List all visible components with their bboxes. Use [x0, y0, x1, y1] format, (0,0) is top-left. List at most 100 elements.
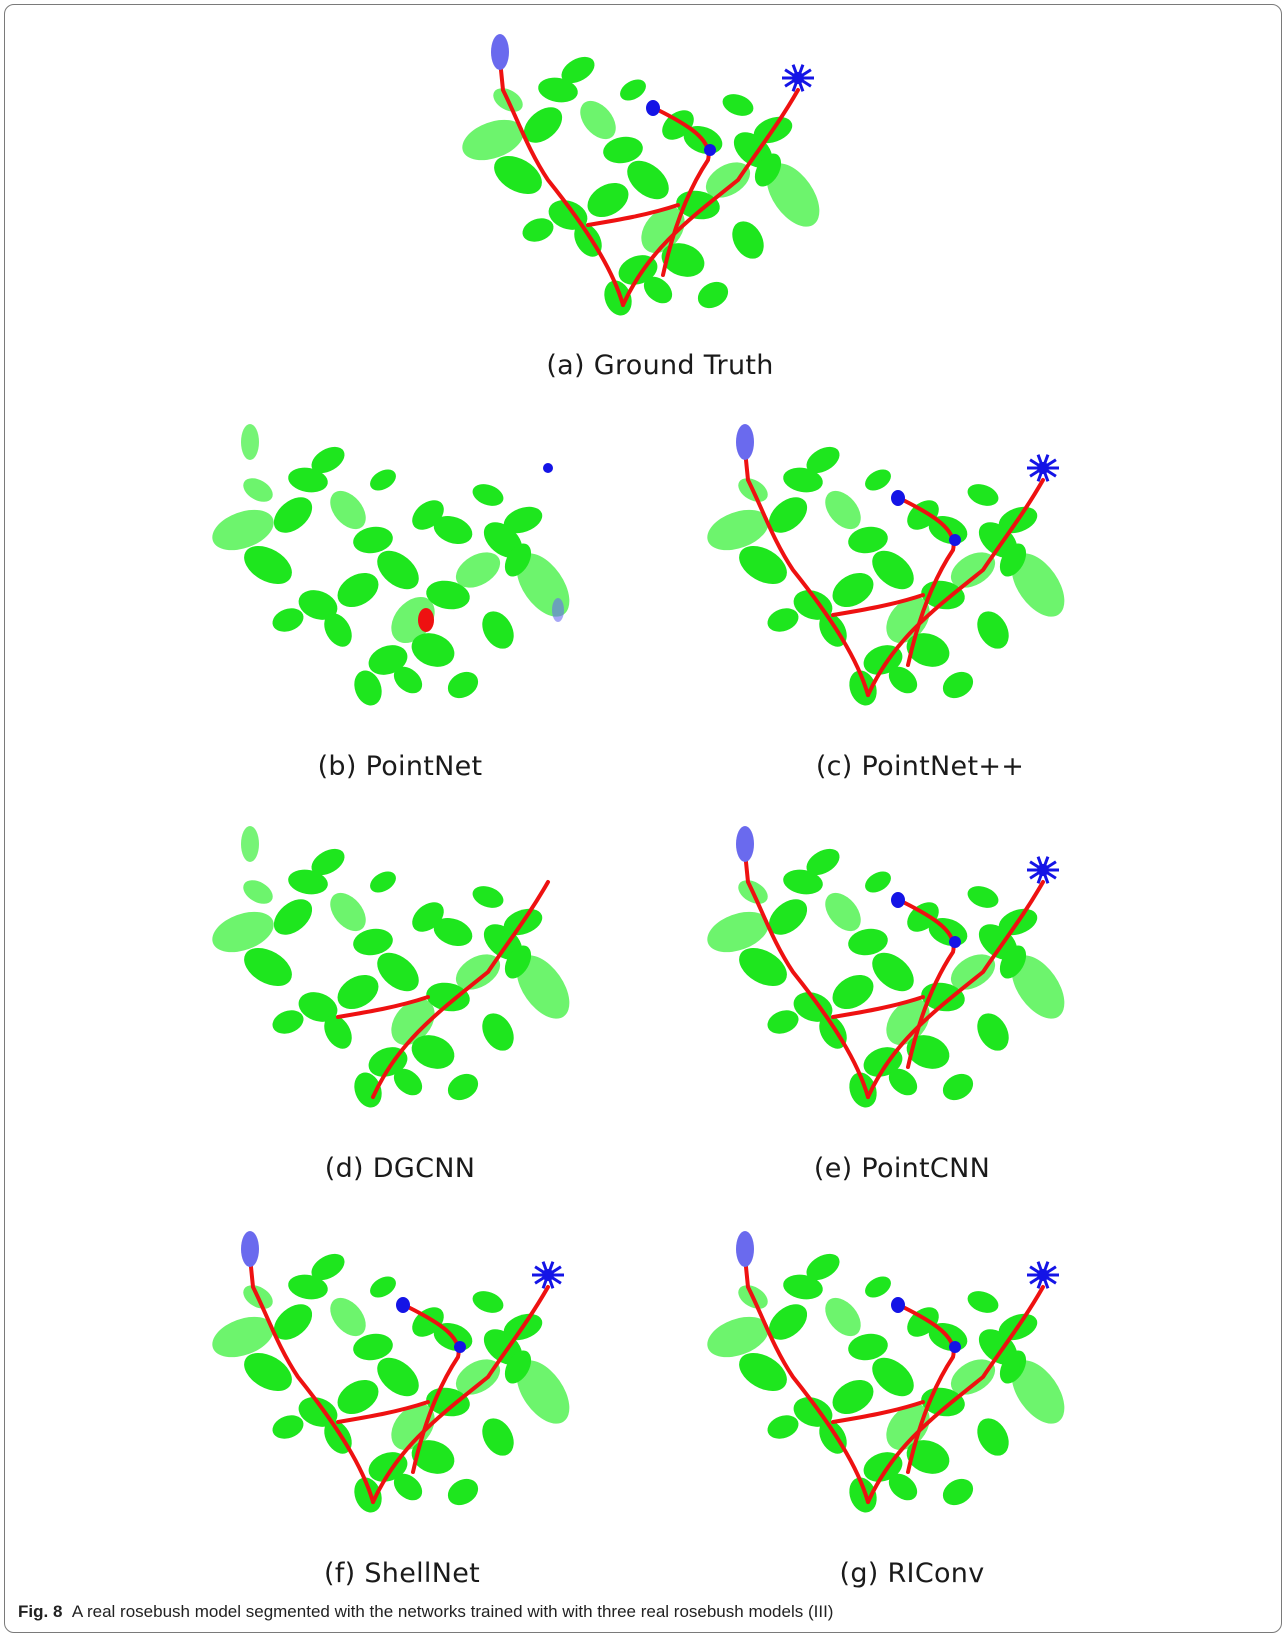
- leaf-points: [707, 848, 1065, 1108]
- leaf: [272, 608, 304, 632]
- leaf: [661, 243, 705, 277]
- leaf: [832, 572, 874, 608]
- leaf: [311, 848, 345, 876]
- leaf: [353, 526, 393, 554]
- leaf: [522, 218, 554, 242]
- leaf: [906, 633, 950, 667]
- leaf: [888, 1068, 918, 1096]
- panel-label-f: (f) ShellNet: [323, 1558, 481, 1589]
- leaf-points: [707, 1253, 1065, 1513]
- leaf: [967, 484, 999, 506]
- stem-points: [418, 608, 434, 632]
- flower-points: [491, 34, 814, 156]
- leaf: [865, 469, 891, 491]
- leaf: [288, 1274, 328, 1300]
- leaf: [942, 1478, 974, 1506]
- stem: [336, 1400, 430, 1424]
- leaf: [806, 1253, 840, 1281]
- leaf: [768, 1304, 808, 1340]
- leaf: [1011, 955, 1065, 1019]
- leaf: [411, 1035, 455, 1069]
- leaf: [447, 671, 479, 699]
- flower-points: [736, 1231, 1059, 1353]
- leaf: [353, 928, 393, 956]
- leaf: [806, 848, 840, 876]
- stem: [406, 1305, 461, 1474]
- leaf: [243, 478, 273, 502]
- leaf: [354, 1072, 382, 1108]
- leaf-points: [212, 848, 570, 1108]
- flower: [396, 1297, 410, 1313]
- flower: [949, 936, 961, 948]
- leaf: [337, 974, 379, 1010]
- leaf: [368, 645, 408, 675]
- leaf: [411, 633, 455, 667]
- flower: [949, 534, 961, 546]
- leaf: [393, 1473, 423, 1501]
- leaf: [377, 1357, 419, 1397]
- leaf: [768, 497, 808, 533]
- leaf: [967, 886, 999, 908]
- flower: [491, 34, 509, 70]
- leaf: [494, 156, 542, 194]
- leaf: [732, 221, 764, 259]
- leaf: [783, 467, 823, 493]
- leaf: [832, 1379, 874, 1415]
- leaf: [767, 1010, 799, 1034]
- leaf: [504, 1350, 532, 1384]
- leaf: [865, 1276, 891, 1298]
- flower-points: [736, 826, 1059, 948]
- leaf: [872, 952, 914, 992]
- leaf: [886, 1403, 930, 1451]
- leaf-points: [212, 446, 570, 706]
- leaf: [886, 596, 930, 644]
- figure-caption-text: A real rosebush model segmented with the…: [71, 1602, 834, 1621]
- leaf: [705, 162, 751, 198]
- leaf: [354, 670, 382, 706]
- stem: [743, 850, 870, 1099]
- leaf: [848, 526, 888, 554]
- flower: [704, 144, 716, 156]
- stem: [866, 1285, 1045, 1504]
- leaf: [244, 1353, 292, 1391]
- stem: [586, 203, 680, 227]
- leaf: [311, 1253, 345, 1281]
- flower: [736, 826, 754, 862]
- leaf: [324, 1015, 352, 1049]
- flower: [891, 490, 905, 506]
- leaf: [411, 1440, 455, 1474]
- leaf: [272, 1415, 304, 1439]
- leaf: [754, 153, 782, 187]
- leaf: [967, 1291, 999, 1313]
- leaf: [433, 515, 473, 545]
- flower: [891, 892, 905, 908]
- stem: [831, 995, 925, 1019]
- leaf: [627, 160, 669, 200]
- leaf: [370, 469, 396, 491]
- stem: [866, 478, 1045, 697]
- leaf: [243, 880, 273, 904]
- leaf: [825, 490, 861, 530]
- flower-points: [241, 1231, 564, 1353]
- flower: [542, 1269, 554, 1281]
- rosebush-pointcloud-d: [212, 826, 570, 1108]
- flower: [1037, 864, 1049, 876]
- rosebush-pointcloud-b: [212, 424, 570, 706]
- leaf: [783, 1274, 823, 1300]
- flower: [1037, 1269, 1049, 1281]
- leaf: [393, 1068, 423, 1096]
- leaf: [393, 666, 423, 694]
- leaf: [472, 484, 504, 506]
- flower: [543, 463, 553, 473]
- leaf: [767, 1415, 799, 1439]
- leaf: [516, 955, 570, 1019]
- stem-points: [743, 448, 1045, 697]
- stem-patch: [418, 608, 434, 632]
- stem: [866, 880, 1045, 1099]
- leaf: [273, 497, 313, 533]
- leaf: [330, 490, 366, 530]
- leaf: [643, 276, 673, 304]
- flower: [736, 424, 754, 460]
- leaf: [273, 899, 313, 935]
- panel-label-g: (g) RIConv: [839, 1558, 985, 1589]
